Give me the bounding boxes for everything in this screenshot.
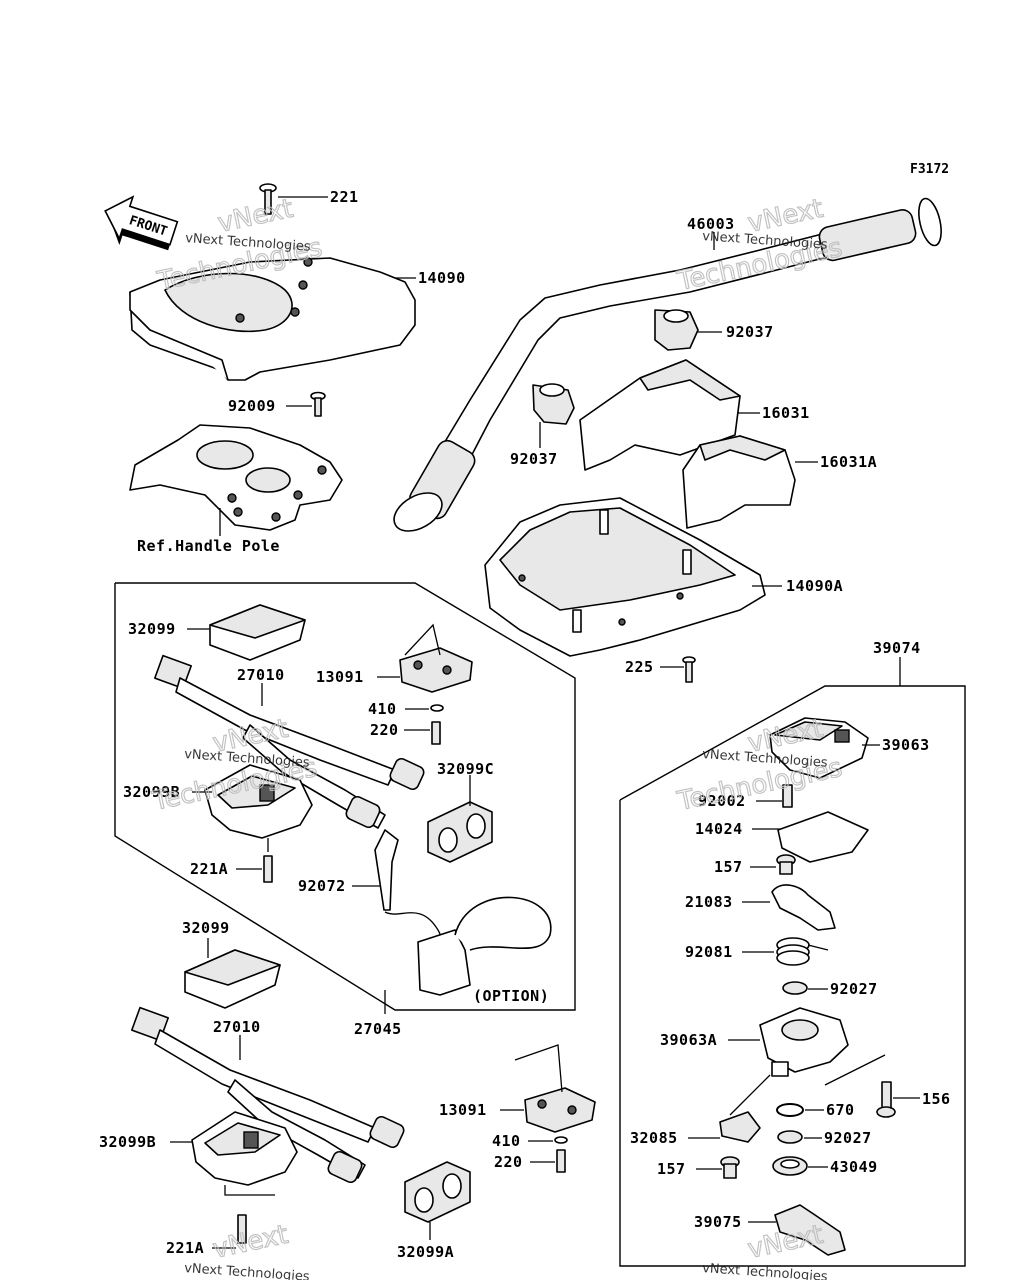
label-14090A: 14090A — [786, 577, 843, 595]
frame-39074 — [619, 685, 966, 1267]
label-410-b: 410 — [492, 1132, 521, 1150]
label-92009: 92009 — [228, 397, 276, 415]
label-46003: 46003 — [687, 215, 735, 233]
screw-221A-b — [237, 1214, 247, 1244]
bolt-92002 — [782, 784, 793, 808]
washer-410-b — [554, 1136, 568, 1144]
svg-text:vNext: vNext — [210, 1220, 291, 1265]
label-221A-b: 221A — [166, 1239, 204, 1257]
label-92027-b: 92027 — [824, 1129, 872, 1147]
svg-text:vNext Technologies: vNext Technologies — [184, 1261, 311, 1280]
label-16031A: 16031A — [820, 453, 877, 471]
clamp-92037-b — [532, 383, 575, 425]
label-14024: 14024 — [695, 820, 743, 838]
seal-43049 — [772, 1156, 808, 1176]
label-220-b: 220 — [494, 1153, 523, 1171]
washer-92027-a — [782, 981, 808, 995]
svg-text:vNext Technologies: vNext Technologies — [702, 1261, 829, 1280]
washer-410-a — [430, 704, 444, 712]
spring-92081 — [776, 937, 829, 966]
throttle-cover-39063 — [769, 717, 869, 779]
label-157-b: 157 — [657, 1160, 686, 1178]
label-220-a: 220 — [370, 721, 399, 739]
label-221-top: 221 — [330, 188, 359, 206]
svg-text:vNext: vNext — [215, 194, 296, 239]
cover-32099-a — [209, 604, 306, 661]
label-21083: 21083 — [685, 893, 733, 911]
throttle-lever-39075 — [774, 1204, 846, 1256]
label-32099-a: 32099 — [128, 620, 176, 638]
label-13091-b: 13091 — [439, 1101, 487, 1119]
throttle-case-39063A — [759, 1007, 849, 1077]
handlebar-46003 — [393, 197, 942, 532]
label-39074: 39074 — [873, 639, 921, 657]
o-ring-670 — [776, 1103, 804, 1117]
clamp-13091-a — [399, 647, 473, 693]
bolt-156 — [876, 1081, 896, 1118]
screw-225 — [682, 656, 696, 683]
cover-32099-b — [184, 949, 281, 1009]
label-92081: 92081 — [685, 943, 733, 961]
label-32099B-a: 32099B — [123, 783, 180, 801]
gasket-14024 — [777, 811, 869, 863]
bolt-220-b — [556, 1149, 566, 1173]
label-92027-a: 92027 — [830, 980, 878, 998]
label-92037-a: 92037 — [726, 323, 774, 341]
clamp-92037-a — [654, 309, 699, 351]
label-156: 156 — [922, 1090, 951, 1108]
label-27010-b: 27010 — [213, 1018, 261, 1036]
lanyard-92072 — [374, 829, 552, 996]
label-92072: 92072 — [298, 877, 346, 895]
holder-16031A — [682, 435, 796, 529]
svg-text:vNext: vNext — [745, 1220, 826, 1265]
label-43049: 43049 — [830, 1158, 878, 1176]
label-670: 670 — [826, 1101, 855, 1119]
nut-157-a — [776, 854, 796, 875]
holder-32099A — [404, 1161, 471, 1223]
label-39063A: 39063A — [660, 1031, 717, 1049]
clamp-13091-b — [524, 1087, 596, 1133]
screw-92009 — [310, 391, 326, 417]
label-32099C: 32099C — [437, 760, 494, 778]
bolt-220-a — [431, 721, 441, 745]
label-14090: 14090 — [418, 269, 466, 287]
label-27010-a: 27010 — [237, 666, 285, 684]
front-arrow-icon: FRONT — [104, 195, 179, 251]
label-39075: 39075 — [694, 1213, 742, 1231]
screw-221 — [259, 183, 277, 215]
frame-27045 — [114, 582, 576, 1011]
label-option: (OPTION) — [473, 987, 549, 1005]
label-157-a: 157 — [714, 858, 743, 876]
link-32085 — [719, 1111, 761, 1143]
holder-32099C — [427, 801, 493, 863]
label-32099B-b: 32099B — [99, 1133, 156, 1151]
label-32085: 32085 — [630, 1129, 678, 1147]
wire-harness-27010-a — [154, 654, 425, 829]
label-16031: 16031 — [762, 404, 810, 422]
wire-harness-27010-b — [131, 1006, 405, 1184]
screw-221A-a — [263, 855, 273, 883]
nut-157-b — [720, 1156, 740, 1179]
label-39063: 39063 — [882, 736, 930, 754]
upper-cover-14090 — [129, 257, 416, 381]
switch-housing-32099B-b — [191, 1111, 298, 1186]
figure-code: F3172 — [910, 162, 949, 177]
label-13091-a: 13091 — [316, 668, 364, 686]
label-410-a: 410 — [368, 700, 397, 718]
label-225: 225 — [625, 658, 654, 676]
label-32099-b: 32099 — [182, 919, 230, 937]
label-32099A: 32099A — [397, 1243, 454, 1261]
lower-cover-14090A — [484, 497, 766, 657]
label-92002: 92002 — [698, 792, 746, 810]
label-27045: 27045 — [354, 1020, 402, 1038]
label-ref-handle-pole: Ref.Handle Pole — [137, 537, 280, 555]
lever-21083 — [771, 884, 836, 931]
washer-92027-b — [777, 1130, 803, 1144]
switch-housing-32099B-a — [204, 764, 313, 839]
label-92037-b: 92037 — [510, 450, 558, 468]
label-221A-a: 221A — [190, 860, 228, 878]
handle-pole-plate — [129, 424, 343, 531]
